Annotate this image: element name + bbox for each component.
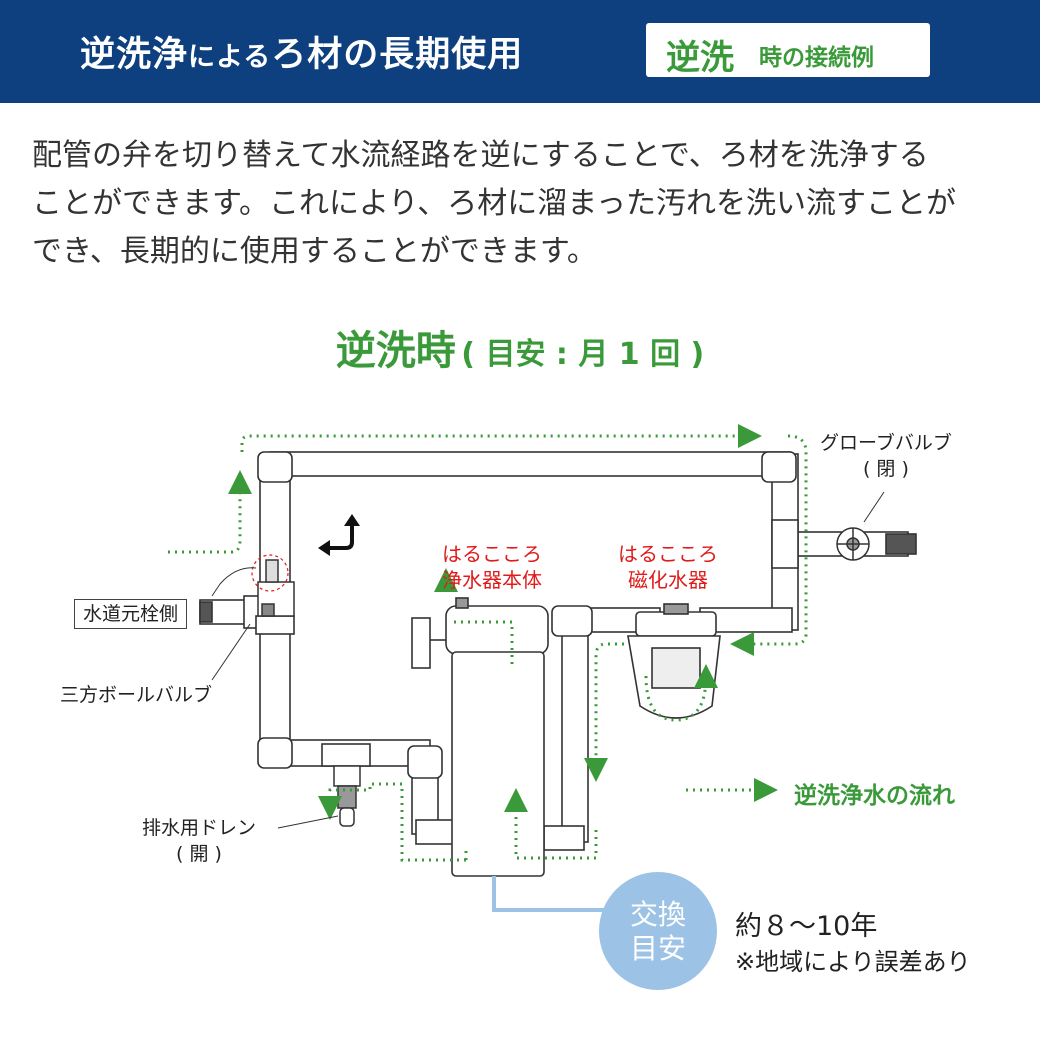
purifier-body bbox=[411, 597, 549, 877]
magnetizer-label: はるこころ 磁化水器 bbox=[618, 541, 718, 593]
header-badge: 逆洗 時の接続例 bbox=[646, 23, 930, 78]
globe-valve bbox=[836, 491, 885, 561]
elbow bbox=[407, 745, 443, 779]
globe-valve-label: グローブバルブ ( 閉 ) bbox=[820, 430, 952, 482]
flow-arrow bbox=[330, 782, 468, 862]
three-way-valve bbox=[251, 554, 295, 617]
replacement-badge-line: 目安 bbox=[629, 932, 686, 965]
flow-arrow bbox=[240, 424, 762, 452]
elbow bbox=[257, 451, 293, 483]
drain-label-line: ( 開 ) bbox=[176, 843, 222, 865]
description-line: ことができます。これにより、ろ材に溜まった汚れを洗い流すことが bbox=[32, 186, 956, 221]
replacement-badge-line: 交換 bbox=[629, 898, 686, 931]
water-main-label: 水道元栓側 bbox=[74, 599, 188, 629]
replacement-period: 約８〜10年 bbox=[735, 911, 878, 942]
arrow-head bbox=[344, 514, 360, 526]
flow-arrow bbox=[504, 788, 598, 860]
three-way-valve-label: 三方ボールバルブ bbox=[60, 684, 213, 706]
section-title: 逆洗時 ( 目安 : 月 1 回 ) bbox=[0, 318, 1040, 376]
purifier-label-line: はるこころ bbox=[442, 542, 542, 566]
header-title-rest: ろ材の長期使用 bbox=[271, 35, 524, 75]
globe-valve-name: グローブバルブ bbox=[820, 432, 952, 454]
header-title-small: による bbox=[188, 42, 272, 73]
description: 配管の弁を切り替えて水流経路を逆にすることで、ろ材を洗浄する ことができます。こ… bbox=[32, 132, 1012, 276]
outlet-elbow bbox=[543, 825, 585, 851]
flow-arrows bbox=[168, 424, 808, 862]
header-badge-main: 逆洗 bbox=[666, 38, 734, 78]
header-title-main: 逆洗浄 bbox=[80, 35, 189, 75]
magnetizer-label-line: はるこころ bbox=[618, 542, 718, 566]
magnetizer-label-line: 磁化水器 bbox=[628, 568, 708, 592]
description-line: でき、長期的に使用することができます。 bbox=[32, 234, 597, 269]
drain-valve bbox=[333, 765, 361, 827]
joint bbox=[255, 615, 295, 635]
replacement-connector bbox=[492, 876, 604, 912]
description-line: 配管の弁を切り替えて水流経路を逆にすることで、ろ材を洗浄する bbox=[32, 138, 929, 173]
section-title-sub: ( 目安 : 月 1 回 ) bbox=[461, 337, 705, 372]
globe-valve-state: ( 閉 ) bbox=[862, 458, 909, 480]
valve-direction-arrow bbox=[326, 522, 354, 550]
drain-label: 排水用ドレン ( 開 ) bbox=[142, 815, 256, 867]
flow-arrow bbox=[644, 664, 718, 722]
arrow-head bbox=[318, 540, 330, 556]
outlet-pipe bbox=[561, 615, 589, 843]
header-banner: 逆洗浄によるろ材の長期使用 逆洗 時の接続例 bbox=[0, 0, 1040, 103]
elbow bbox=[551, 605, 593, 637]
replacement-note: ※地域により誤差あり bbox=[735, 948, 971, 976]
pipe-end bbox=[885, 533, 917, 555]
pipe-end bbox=[199, 601, 213, 623]
magnetizer bbox=[627, 603, 721, 719]
inlet-elbow bbox=[415, 819, 457, 845]
header-badge-sub: 時の接続例 bbox=[759, 45, 874, 71]
purifier-label-line: 浄水器本体 bbox=[442, 568, 542, 592]
flow-legend: 逆洗浄水の流れ bbox=[780, 776, 955, 810]
top-pipe bbox=[269, 451, 791, 477]
purifier-label: はるこころ 浄水器本体 bbox=[442, 541, 542, 593]
flow-arrow bbox=[168, 470, 252, 554]
leader-lines bbox=[211, 567, 339, 829]
flow-legend-text: 逆洗浄水の流れ bbox=[794, 783, 955, 809]
section-title-main: 逆洗時 bbox=[335, 328, 456, 374]
flow-arrow bbox=[452, 620, 514, 664]
header-title: 逆洗浄によるろ材の長期使用 bbox=[80, 26, 523, 77]
replacement-badge: 交換 目安 bbox=[599, 872, 717, 990]
tee-joint bbox=[321, 743, 371, 767]
elbow bbox=[257, 737, 293, 769]
drain-label-line: 排水用ドレン bbox=[142, 817, 257, 839]
elbow bbox=[761, 451, 797, 483]
flow-arrow bbox=[584, 642, 624, 782]
tee-joint bbox=[771, 519, 799, 569]
